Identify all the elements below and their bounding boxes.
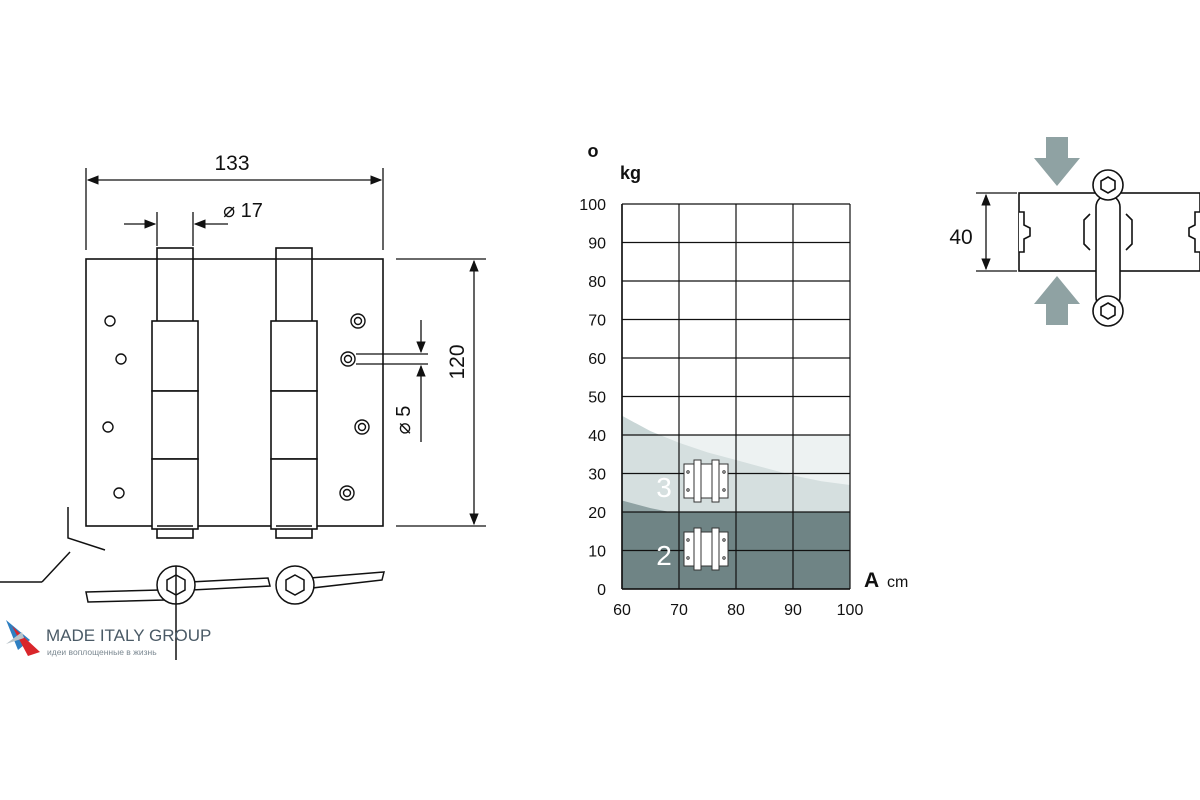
y-tick-label: 70 xyxy=(588,313,606,330)
knuckle-dimension-label: ⌀ 17 xyxy=(223,200,263,222)
y-axis-label: kg xyxy=(620,163,641,183)
push-arrow-top-icon xyxy=(1034,137,1080,186)
x-tick-label: 70 xyxy=(670,602,688,619)
y-tick-label: 100 xyxy=(579,197,606,214)
knuckle-dimension xyxy=(124,212,228,246)
hinge-plan-view xyxy=(0,507,385,660)
y-tick-label: 10 xyxy=(588,544,606,561)
left-screw-holes xyxy=(102,315,127,499)
logo-tagline: идеи воплощенные в жизнь xyxy=(47,647,157,657)
y-tick-label: 20 xyxy=(588,505,606,522)
chart-marker: o xyxy=(588,141,599,161)
x-tick-label: 100 xyxy=(837,602,864,619)
x-axis-letter: A xyxy=(864,569,879,592)
hinge-front-view xyxy=(85,247,384,539)
hinge-3-icon xyxy=(683,459,729,503)
hole-dimension-label: ⌀ 5 xyxy=(393,406,415,435)
y-tick-label: 90 xyxy=(588,236,606,253)
x-tick-label: 80 xyxy=(727,602,745,619)
y-tick-label: 0 xyxy=(597,582,606,599)
hinge-2-icon xyxy=(683,527,729,571)
side-dimension-label: 40 xyxy=(949,226,972,249)
width-dimension xyxy=(85,168,384,250)
height-dimension xyxy=(396,258,486,527)
load-chart: 0 10 20 30 40 50 60 70 80 90 100 60 70 80 90 100 3 2 xyxy=(579,197,863,619)
y-tick-label: 60 xyxy=(588,351,606,368)
y-tick-label: 30 xyxy=(588,467,606,484)
brand-logo xyxy=(6,620,40,656)
x-axis-unit: cm xyxy=(887,574,908,591)
left-knuckle xyxy=(151,247,199,539)
right-screw-holes xyxy=(339,313,370,501)
y-tick-label: 40 xyxy=(588,428,606,445)
series-2-label: 2 xyxy=(656,540,672,571)
width-dimension-label: 133 xyxy=(214,152,249,175)
right-knuckle xyxy=(270,247,318,539)
push-arrow-bottom-icon xyxy=(1034,276,1080,325)
y-tick-label: 80 xyxy=(588,274,606,291)
hole-dimension xyxy=(356,320,428,442)
hinge-side-view xyxy=(976,137,1200,327)
x-tick-label: 90 xyxy=(784,602,802,619)
logo-name: MADE ITALY GROUP xyxy=(46,626,211,645)
x-tick-label: 60 xyxy=(613,602,631,619)
height-dimension-label: 120 xyxy=(446,344,469,379)
y-tick-label: 50 xyxy=(588,390,606,407)
series-3-label: 3 xyxy=(656,472,672,503)
